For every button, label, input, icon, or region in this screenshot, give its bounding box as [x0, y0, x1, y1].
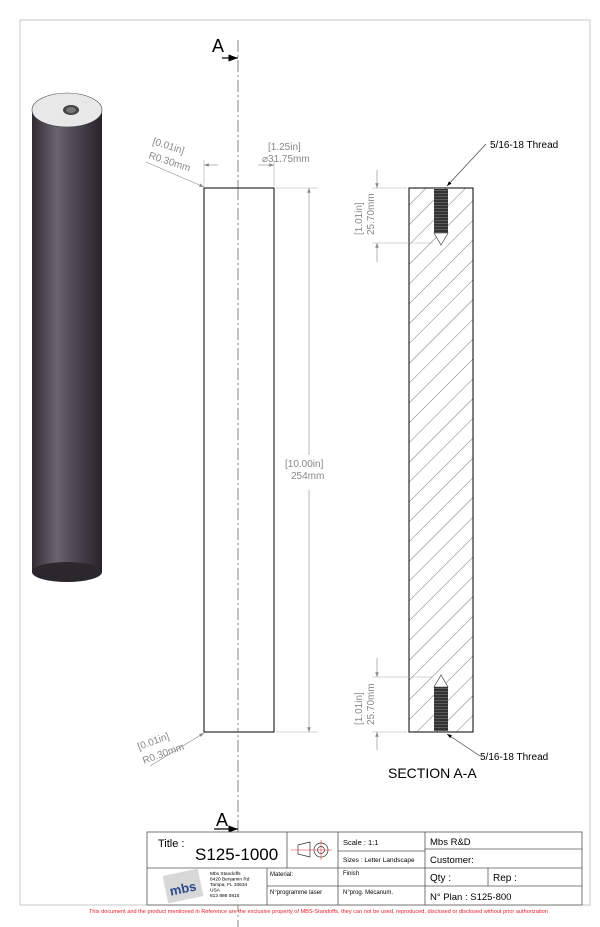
address-line: Tampa, FL 33634 — [210, 882, 247, 888]
plan-number: N° Plan : S125-800 — [430, 892, 511, 903]
top-thread-hole — [434, 189, 448, 233]
third-angle-projection-icon — [291, 840, 332, 860]
section-marker-bottom: A — [214, 810, 238, 833]
section-marker-top: A — [212, 36, 238, 62]
svg-text:mbs: mbs — [168, 878, 197, 898]
address-line: 8420 Benjamin Rd — [210, 877, 250, 883]
bottom-thread-hole — [434, 687, 448, 731]
scale: Scale : 1:1 — [343, 838, 378, 847]
mbs-logo: mbs — [162, 868, 204, 904]
length-inch: [10.00in] — [285, 459, 324, 470]
bottom-depth-mm: 25.70mm — [366, 683, 377, 725]
top-depth-mm: 25.70mm — [366, 193, 377, 235]
address-line: USA — [210, 888, 221, 894]
title-block-text: Title : S125-1000 Scale : 1:1 Sizes : Le… — [158, 837, 517, 904]
top-radius-mm: R0.30mm — [147, 150, 192, 174]
diameter-inch: [1.25in] — [268, 142, 301, 153]
title-label: Title : — [158, 838, 185, 850]
cylinder-bottom — [32, 562, 102, 582]
qty-label: Qty : — [430, 873, 451, 884]
section-title: SECTION A-A — [388, 765, 477, 781]
section-letter-bottom: A — [216, 810, 228, 830]
disclaimer: This document and the product mentioned … — [89, 909, 548, 915]
title-value: S125-1000 — [195, 845, 278, 864]
svg-text:Sizes : Letter Landscape: Sizes : Letter Landscape — [343, 857, 415, 864]
section-letter: A — [212, 36, 224, 56]
isometric-view — [31, 92, 103, 582]
length-mm: 254mm — [291, 471, 324, 482]
rep-label: Rep : — [493, 873, 517, 884]
section-view: [1.01in] 25.70mm [1.01in] 25.70mm 5/16-1… — [354, 140, 558, 781]
address-line: 813 886 0815 — [210, 893, 240, 899]
top-thread-callout: 5/16-18 Thread — [490, 140, 558, 151]
diameter-mm: ⌀31.75mm — [262, 154, 310, 165]
customer-label: Customer: — [430, 855, 474, 866]
finish-label: Finish — [343, 871, 359, 877]
front-view: [1.25in] ⌀31.75mm [0.01in] R0.30mm [10.0… — [136, 136, 324, 766]
company: Mbs R&D — [430, 837, 471, 848]
bottom-thread-callout: 5/16-18 Thread — [480, 752, 548, 763]
bottom-depth-inch: [1.01in] — [354, 692, 365, 725]
cylinder-body — [32, 110, 102, 572]
sizes-value: Letter Landscape — [364, 857, 415, 864]
material-label: Material: — [270, 872, 293, 878]
laser-program-label: N°programme laser — [270, 890, 322, 896]
address-line: Mbs Standoffs — [210, 871, 241, 877]
top-depth-inch: [1.01in] — [354, 202, 365, 235]
mech-program-label: N°prog. Mécanum. — [343, 890, 393, 896]
sizes-label: Sizes : — [343, 857, 363, 864]
title-block — [146, 831, 583, 906]
